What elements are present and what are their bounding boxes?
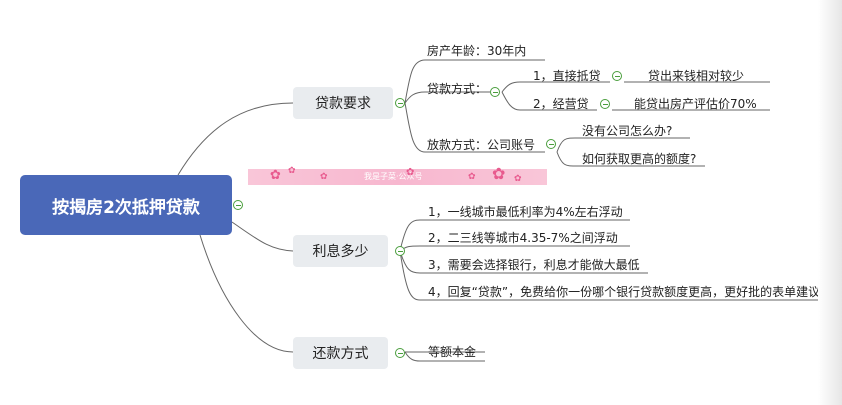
connector-disburse-1: [556, 137, 690, 153]
connector-root-loan-requirements: [177, 102, 294, 176]
node-loan-method[interactable]: 贷款方式：: [427, 82, 488, 96]
flower-icon: ✿: [270, 168, 281, 183]
connector-interest-3: [399, 250, 648, 274]
connector-method-1: [501, 81, 610, 93]
node-interest-bank-choice[interactable]: 3，需要会选择银行，利息才能做大最低: [428, 258, 640, 272]
flower-icon: ✿: [514, 174, 522, 184]
note-method-direct[interactable]: 贷出来钱相对较少: [648, 69, 745, 83]
connector-req-age: [404, 59, 545, 104]
node-no-company[interactable]: 没有公司怎么办?: [582, 124, 673, 138]
node-property-age[interactable]: 房产年龄：30年内: [427, 44, 527, 58]
node-interest-tier2[interactable]: 2，二三线等城市4.35-7%之间浮动: [428, 231, 618, 245]
connector-req-method: [404, 91, 490, 104]
connector-method-2: [501, 91, 597, 111]
node-loan-method-collapse-icon[interactable]: [490, 87, 500, 97]
note-method-business[interactable]: 能贷出房产评估价70%: [634, 97, 757, 111]
node-higher-limit[interactable]: 如何获取更高的额度?: [582, 152, 697, 166]
connector-interest-1: [399, 219, 630, 252]
branch-loan-requirements[interactable]: 贷款要求: [293, 87, 393, 119]
node-interest-reply[interactable]: 4，回复“贷款”，免费给你一份哪个银行贷款额度更高，更好批的表单建议: [428, 285, 821, 299]
node-equal-principal[interactable]: 等额本金: [428, 345, 477, 359]
node-method-business[interactable]: 2，经营贷: [533, 97, 589, 111]
branch-loan-requirements-collapse-icon[interactable]: [395, 98, 405, 108]
node-method-direct-collapse-icon[interactable]: [612, 71, 622, 81]
connector-root-repayment: [199, 234, 294, 353]
watermark-text: 我是子菜·公众号: [364, 172, 423, 181]
connector-interest-2: [399, 245, 630, 252]
flower-icon: ✿: [320, 172, 328, 182]
root-node[interactable]: 按揭房2次抵押贷款: [20, 175, 232, 235]
watermark-banner: ✿ ✿ ✿ 我是子菜·公众号 ✿ ✿ ✿ ✿: [248, 164, 547, 185]
branch-interest[interactable]: 利息多少: [293, 235, 388, 267]
branch-repayment-collapse-icon[interactable]: [395, 348, 405, 358]
node-method-direct[interactable]: 1，直接抵贷: [533, 69, 601, 83]
connector-root-interest: [231, 221, 294, 252]
scroll-shade: [818, 0, 842, 405]
root-collapse-icon[interactable]: [233, 200, 243, 210]
branch-repayment[interactable]: 还款方式: [293, 337, 388, 369]
flower-icon: ✿: [288, 166, 296, 176]
flower-icon: ✿: [406, 167, 415, 178]
node-disbursement-collapse-icon[interactable]: [546, 139, 556, 149]
node-method-business-collapse-icon[interactable]: [600, 99, 610, 109]
branch-interest-collapse-icon[interactable]: [395, 246, 405, 256]
flower-icon: ✿: [468, 172, 476, 182]
connector-req-disburse: [404, 102, 545, 153]
node-disbursement[interactable]: 放款方式：公司账号: [427, 138, 536, 152]
node-interest-tier1[interactable]: 1，一线城市最低利率为4%左右浮动: [428, 205, 623, 219]
connector-disburse-2: [556, 151, 705, 167]
connector-interest-4: [399, 250, 828, 301]
flower-icon: ✿: [492, 164, 506, 183]
